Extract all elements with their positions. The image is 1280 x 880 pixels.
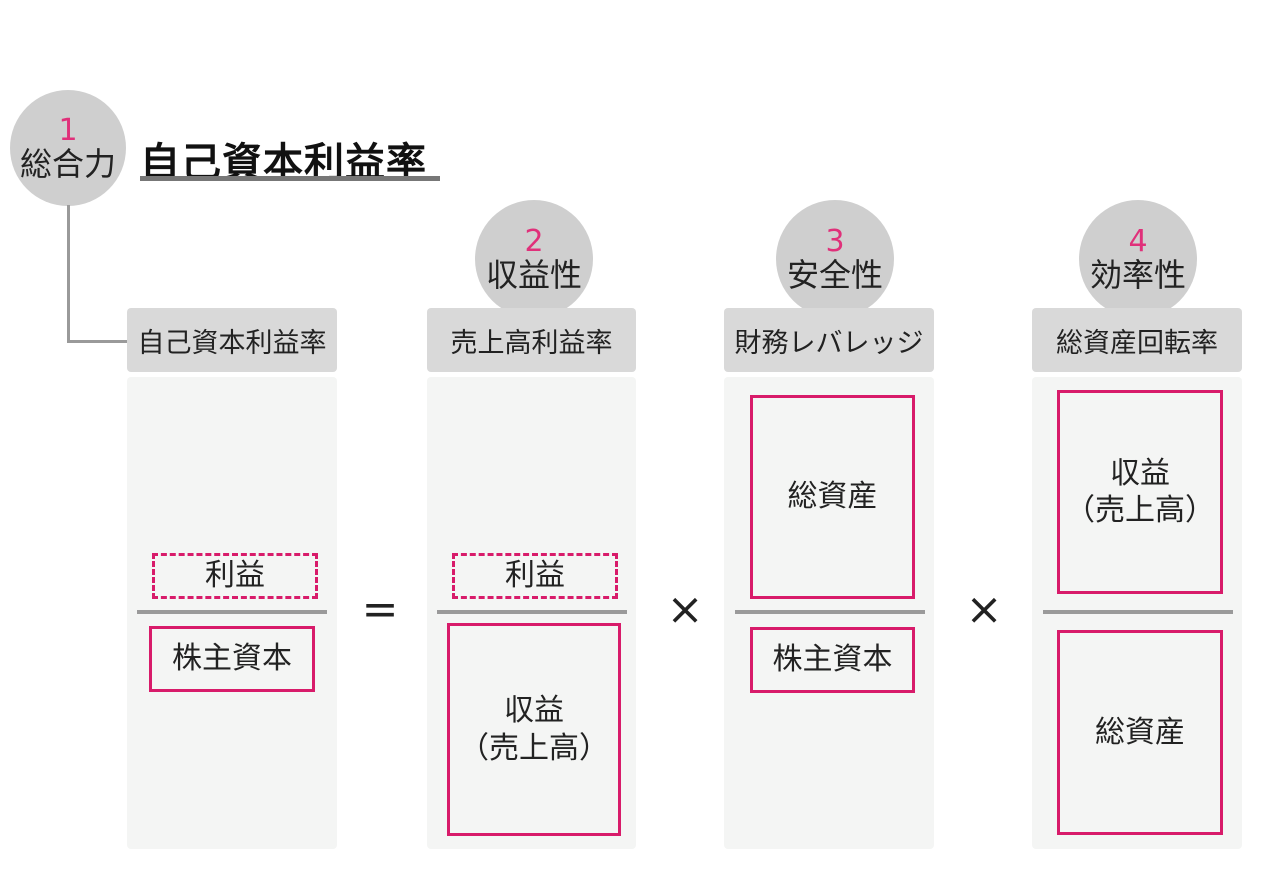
profit-margin-fraction-line [437,610,627,614]
roe-numerator: 利益 [205,558,265,594]
turnover-fraction-line [1043,610,1233,614]
turnover-denominator-box: 総資産 [1057,630,1223,835]
equals-operator: = [361,584,399,635]
efficiency-label: 効率性 [1089,255,1186,294]
profitability-label: 収益性 [485,255,582,294]
profitability-number: 2 [524,223,544,259]
efficiency-number: 4 [1128,223,1148,259]
roe-denominator-box: 株主資本 [149,626,315,692]
leverage-denominator: 株主資本 [772,642,893,678]
overall-label: 総合力 [19,144,116,183]
profitability-circle: 2 収益性 [475,200,593,318]
header-profit-margin: 売上高利益率 [427,308,636,372]
safety-number: 3 [825,223,845,259]
profit-margin-denominator-line2: （売上高） [459,730,609,766]
leverage-denominator-box: 株主資本 [750,627,915,693]
efficiency-circle: 4 効率性 [1079,200,1197,318]
leverage-numerator-box: 総資産 [750,395,915,599]
connector-horizontal [67,340,129,343]
turnover-denominator: 総資産 [1095,714,1185,750]
multiply-operator-2: × [965,584,1003,635]
roe-denominator: 株主資本 [172,641,292,677]
safety-label: 安全性 [786,255,883,294]
leverage-fraction-line [735,610,925,614]
roe-fraction-line [137,610,327,614]
header-financial-leverage: 財務レバレッジ [724,308,934,372]
profit-margin-numerator-box: 利益 [452,553,618,599]
profit-margin-denominator-box: 収益 （売上高） [447,623,621,836]
roe-numerator-box: 利益 [152,553,318,599]
turnover-numerator-line2: （売上高） [1065,493,1215,528]
leverage-numerator: 総資産 [787,479,878,515]
turnover-numerator-line1: 収益 [1110,455,1170,491]
connector-vertical [67,205,70,343]
header-asset-turnover: 総資産回転率 [1032,308,1242,372]
profit-margin-numerator: 利益 [505,558,565,594]
header-roe: 自己資本利益率 [127,308,337,372]
overall-number: 1 [58,112,78,148]
turnover-numerator-box: 収益 （売上高） [1057,390,1223,594]
overall-circle: 1 総合力 [10,90,126,206]
profit-margin-denominator-line1: 収益 [504,693,564,728]
multiply-operator-1: × [666,584,704,635]
safety-circle: 3 安全性 [776,200,894,318]
title-underline [140,176,440,181]
